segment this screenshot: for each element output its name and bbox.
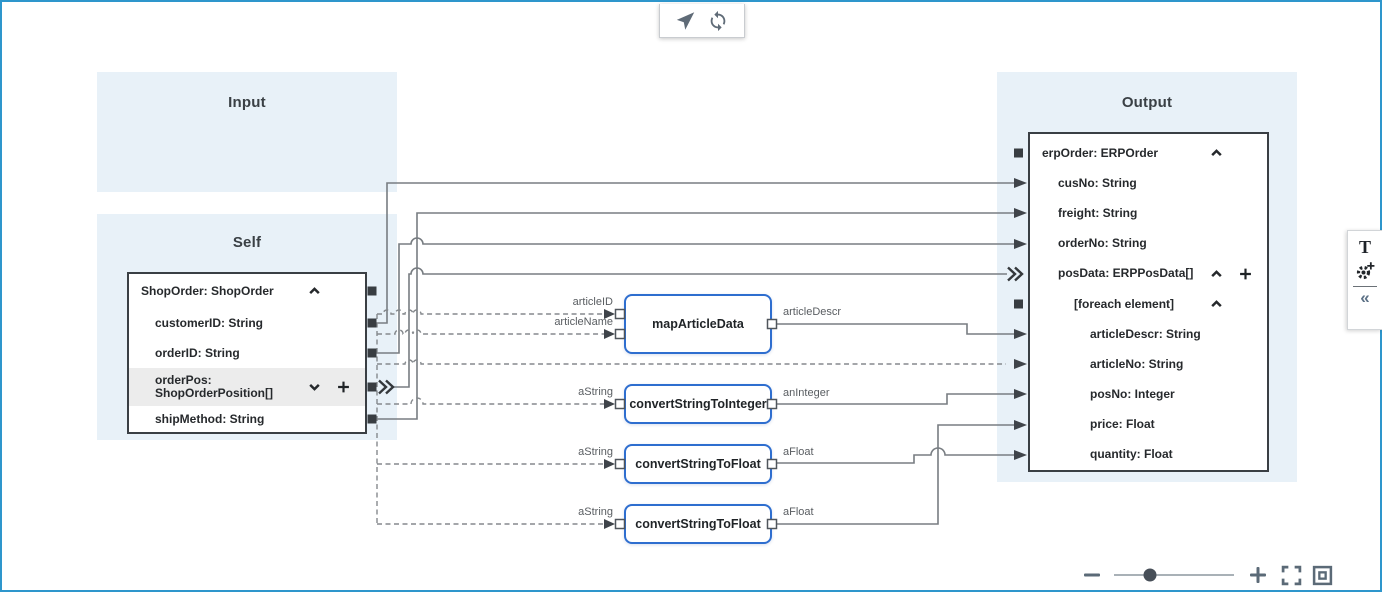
tree-row-articleno[interactable]: articleNo: String <box>1030 349 1267 379</box>
tree-row-freight[interactable]: freight: String <box>1030 198 1267 228</box>
link-articledescr-out[interactable] <box>772 323 1015 335</box>
tree-row-label: orderID: String <box>155 345 240 360</box>
navigate-button[interactable] <box>675 10 697 32</box>
port-label-aninteger: anInteger <box>783 387 830 399</box>
zoom-out-button[interactable] <box>1082 565 1102 585</box>
dashed-link-articleid[interactable] <box>377 309 604 315</box>
tree-row-orderid[interactable]: orderID: String <box>129 338 365 368</box>
tree-row-label: quantity: Float <box>1090 447 1173 462</box>
fullscreen-icon <box>1281 565 1302 585</box>
zoom-in-button[interactable] <box>1248 565 1268 585</box>
fullscreen-button[interactable] <box>1281 565 1302 586</box>
fit-to-screen-icon <box>1312 565 1333 585</box>
input-panel-title: Input <box>228 94 266 111</box>
tree-row-posno[interactable]: posNo: Integer <box>1030 380 1267 410</box>
plus-icon <box>1250 567 1266 583</box>
editor-side-toolbar: T « <box>1347 230 1382 330</box>
function-maparticledata[interactable]: mapArticleData <box>624 294 772 354</box>
function-name: convertStringToFloat <box>635 517 761 531</box>
tree-row-orderno[interactable]: orderNo: String <box>1030 229 1267 259</box>
text-tool-button[interactable]: T <box>1359 237 1371 257</box>
function-convertstringtofloat-2[interactable]: convertStringToFloat <box>624 504 772 544</box>
arrowhead-fn-articlename <box>604 329 615 339</box>
toolbar-divider <box>1353 286 1377 287</box>
tree-row-quantity[interactable]: quantity: Float <box>1030 440 1267 470</box>
arrowhead-fn-astring-int <box>604 399 615 409</box>
tree-row-label: ShopOrder: ShopOrder <box>141 283 274 298</box>
collapse-icon: « <box>1360 288 1370 307</box>
function-name: mapArticleData <box>652 317 744 331</box>
collapse-node-icon[interactable] <box>1210 147 1223 160</box>
collapse-node-icon[interactable] <box>308 285 321 298</box>
tree-row-foreach[interactable]: [foreach element] <box>1030 289 1267 319</box>
self-panel-title: Self <box>232 234 262 251</box>
fit-to-screen-button[interactable] <box>1312 565 1333 586</box>
tree-row-label: customerID: String <box>155 315 264 330</box>
zoom-slider[interactable] <box>1114 568 1234 582</box>
zoom-slider-thumb[interactable] <box>1143 568 1157 582</box>
dashed-link-articlename[interactable] <box>377 329 604 335</box>
collapse-panel-button[interactable]: « <box>1360 289 1369 307</box>
output-schema-box: erpOrder: ERPOrder cusNo: String freight… <box>1028 132 1269 472</box>
text-tool-icon: T <box>1358 237 1371 257</box>
input-panel: Input <box>97 72 397 192</box>
sync-button[interactable] <box>707 10 729 32</box>
port-label-astring-f1: aString <box>578 446 613 458</box>
tree-row-erporder[interactable]: erpOrder: ERPOrder <box>1030 138 1267 168</box>
tree-row-label: posData: ERPPosData[] <box>1058 266 1194 281</box>
tree-row-label: posNo: Integer <box>1090 387 1175 402</box>
port-label-astring-f2: aString <box>578 506 613 518</box>
tree-row-label: [foreach element] <box>1074 296 1175 311</box>
zoom-controls <box>1082 560 1344 590</box>
navigate-icon <box>676 11 695 30</box>
tree-row-posdata[interactable]: posData: ERPPosData[] <box>1030 259 1267 289</box>
add-node-icon[interactable] <box>337 381 350 394</box>
port-label-articledescr: articleDescr <box>783 306 842 318</box>
output-panel-title: Output <box>1121 94 1173 111</box>
canvas-toolbar <box>659 4 745 38</box>
dashed-link-astring-int[interactable] <box>377 397 604 405</box>
tree-row-cusno[interactable]: cusNo: String <box>1030 168 1267 198</box>
port-label-astring-int: aString <box>578 386 613 398</box>
arrowhead-fn-astring-f1 <box>604 459 615 469</box>
sync-refresh-icon <box>710 10 726 31</box>
minus-icon <box>1084 573 1100 577</box>
tree-row-label: orderPos: ShopOrderPosition[] <box>155 373 273 400</box>
tree-row-label: orderNo: String <box>1058 236 1147 251</box>
tree-row-label: price: Float <box>1090 417 1155 432</box>
tree-row-articledescr[interactable]: articleDescr: String <box>1030 319 1267 349</box>
arrowhead-fn-astring-f2 <box>604 519 615 529</box>
tree-row-customerid[interactable]: customerID: String <box>129 308 365 338</box>
self-schema-box: ShopOrder: ShopOrder customerID: String … <box>127 272 367 434</box>
tree-row-label: freight: String <box>1058 205 1138 220</box>
tree-row-shipmethod[interactable]: shipMethod: String <box>129 406 365 432</box>
tree-row-label: articleDescr: String <box>1090 326 1201 341</box>
tree-row-label: shipMethod: String <box>155 411 265 426</box>
tree-row-label: articleNo: String <box>1090 356 1184 371</box>
port-label-afloat-f2: aFloat <box>783 506 814 518</box>
function-convertstringtofloat-1[interactable]: convertStringToFloat <box>624 444 772 484</box>
function-name: convertStringToInteger <box>629 397 767 411</box>
port-label-afloat-f1: aFloat <box>783 446 814 458</box>
tree-row-orderpos[interactable]: orderPos: ShopOrderPosition[] <box>129 368 365 406</box>
add-node-icon[interactable] <box>1239 267 1252 280</box>
tree-row-price[interactable]: price: Float <box>1030 410 1267 440</box>
port-label-articlename: articleName <box>554 316 613 328</box>
collapse-node-icon[interactable] <box>1210 298 1223 311</box>
tree-row-label: erpOrder: ERPOrder <box>1042 145 1159 160</box>
tree-row-label: cusNo: String <box>1058 175 1137 190</box>
port-label-articleid: articleID <box>572 296 613 308</box>
dashed-link-articleno[interactable] <box>377 359 1006 365</box>
collapse-node-icon[interactable] <box>1210 267 1223 280</box>
add-function-gear-icon <box>1356 262 1375 280</box>
function-name: convertStringToFloat <box>635 457 761 471</box>
tree-row-shoporder[interactable]: ShopOrder: ShopOrder <box>129 274 365 308</box>
expand-node-icon[interactable] <box>308 381 321 394</box>
add-function-button[interactable] <box>1354 260 1376 282</box>
function-convertstringtointeger[interactable]: convertStringToInteger <box>624 384 772 424</box>
